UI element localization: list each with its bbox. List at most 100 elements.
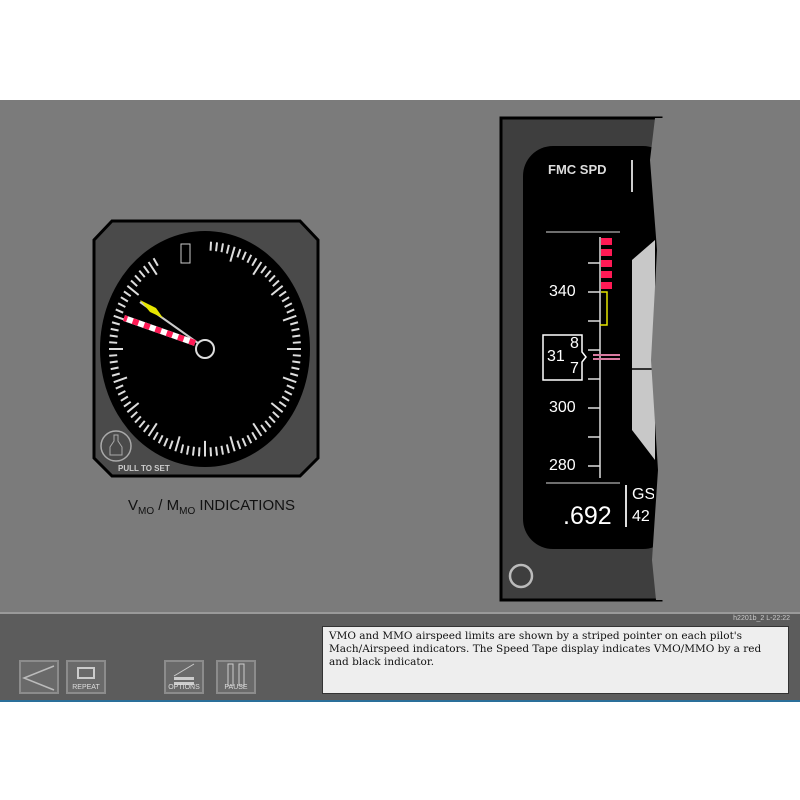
dial-tick: [180, 444, 185, 454]
vmo-bar-segment: [601, 282, 612, 289]
dial-tick: [134, 415, 142, 424]
dial-tick: [143, 265, 150, 274]
dial-tick: [152, 257, 159, 267]
dial-tick: [123, 290, 132, 298]
dial-tick: [281, 296, 290, 303]
options-button[interactable]: OPTIONS: [164, 660, 204, 694]
dial-tick: [272, 411, 280, 419]
dial-tick: [215, 446, 219, 456]
dial-tick: [109, 341, 118, 344]
dial-tick: [291, 327, 300, 332]
dial-tick: [134, 274, 142, 283]
dial-tick: [163, 437, 169, 447]
dial-tick: [292, 334, 301, 338]
dial-tick: [251, 431, 258, 441]
repeat-button[interactable]: REPEAT: [66, 660, 106, 694]
pause-button[interactable]: PAUSE: [216, 660, 256, 694]
dial-tick: [120, 296, 129, 303]
mach-pointer: [140, 300, 163, 318]
dial-tick: [225, 444, 230, 454]
dial-tick: [209, 241, 213, 251]
dial-tick: [130, 279, 138, 287]
dial-tick: [186, 445, 190, 455]
dial-tick: [209, 447, 213, 457]
dial-tick: [109, 360, 118, 364]
dial-tick: [109, 354, 118, 357]
screen-code: h2201b_2 L-22:22: [733, 615, 790, 622]
dial-tick: [278, 290, 287, 298]
dial-tick: [220, 445, 224, 455]
dial-tick: [147, 261, 158, 276]
dial-tick: [111, 372, 121, 377]
current-speed-upper: 8: [570, 335, 579, 352]
dial-tick: [292, 354, 301, 357]
dial-tick: [236, 440, 242, 450]
dial-tick: [260, 265, 267, 274]
dial-tick: [157, 434, 164, 444]
dial-tick: [289, 321, 299, 326]
speed-bug: [600, 291, 608, 326]
dial-tick: [241, 251, 247, 261]
dial-tick: [278, 400, 287, 408]
fmc-spd-label: FMC SPD: [548, 162, 607, 177]
dial-tick: [126, 285, 140, 296]
vmo-bar-segment: [601, 249, 612, 256]
dial-tick: [130, 411, 138, 419]
dial-tick: [272, 279, 280, 287]
dial-tick: [270, 285, 284, 296]
dial-tick: [110, 366, 119, 371]
dial-tick: [215, 242, 219, 252]
dial-tick: [123, 400, 132, 408]
current-speed-major: 31: [547, 348, 565, 365]
dial-tick: [138, 269, 146, 278]
vmo-bar-segment: [601, 271, 612, 278]
dial-tick: [281, 395, 290, 402]
dial-tick: [264, 269, 272, 278]
speed-tape-display: [499, 116, 800, 602]
dial-tick: [284, 302, 293, 308]
pull-to-set-knob[interactable]: [100, 430, 132, 462]
dial-tick: [282, 376, 297, 384]
dial-tick: [286, 384, 295, 390]
dial-tick: [152, 431, 159, 441]
dial-tick: [252, 422, 263, 437]
tape-label-280: 280: [549, 457, 576, 474]
dial-tick: [268, 415, 276, 424]
dial-tick: [168, 440, 174, 450]
dial-tick: [236, 248, 242, 258]
vmo-bar-segment: [601, 260, 612, 267]
dial-tick: [292, 360, 301, 364]
current-speed-lower: 7: [570, 360, 579, 377]
dial-tick: [115, 308, 124, 314]
dial-tick: [220, 243, 224, 253]
dial-tick: [291, 366, 300, 371]
dial-tick: [191, 446, 195, 456]
dial-tick: [147, 422, 158, 437]
dial-tick: [229, 246, 236, 262]
back-button[interactable]: [19, 660, 59, 694]
dial-tick: [225, 244, 230, 254]
dial-tick: [117, 390, 126, 396]
gs-value: 42: [632, 508, 650, 525]
dial-tick: [289, 372, 299, 377]
dial-tick: [138, 420, 146, 429]
dial-tick: [241, 437, 247, 447]
dial-tick: [113, 376, 128, 384]
dial-tick: [174, 436, 181, 452]
dial-tick: [251, 257, 258, 267]
airspeed-indicator: [92, 219, 320, 478]
dial-tick: [197, 447, 201, 457]
back-arrow-icon: [21, 665, 55, 691]
options-icon: [173, 663, 195, 685]
vmo-striped-pointer: [123, 315, 196, 346]
dial-tick: [120, 395, 129, 402]
dial-tick: [111, 321, 121, 326]
dial-tick: [143, 424, 150, 433]
dial-tick: [284, 390, 293, 396]
dial-tick: [246, 434, 253, 444]
pause-icon: [227, 663, 245, 687]
dial-tick: [117, 302, 126, 308]
repeat-icon: [77, 667, 95, 679]
tape-label-340: 340: [549, 283, 576, 300]
